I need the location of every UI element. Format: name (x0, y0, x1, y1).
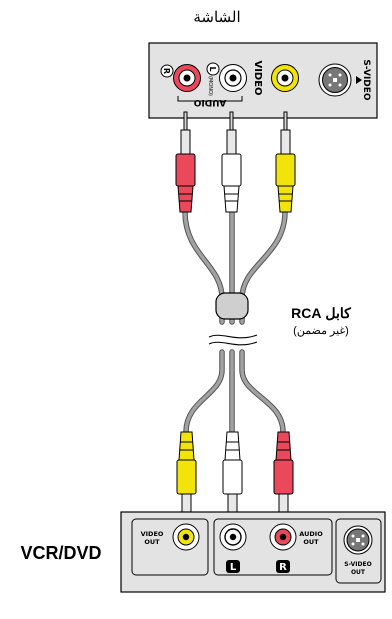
rca-cable-bundle (182, 209, 288, 435)
audio-bracket (177, 96, 243, 102)
cable-note: (غير مضمن) (293, 325, 349, 337)
audio-out-label-line1: AUDIO (299, 530, 323, 538)
top-yellow-plug (275, 111, 296, 213)
video-out-box (131, 518, 209, 576)
r-badge (276, 560, 290, 573)
vcr-dvd-label: VCR/DVD (20, 543, 102, 563)
monitor-video-label: VIDEO (252, 60, 263, 95)
svideo-out-label-line2: OUT (351, 569, 366, 576)
monitor-r-label: R (162, 68, 171, 74)
video-out-label-line2: OUT (144, 538, 160, 546)
svideo-out-port[interactable] (343, 525, 373, 555)
monitor-l-badge (206, 62, 220, 76)
top-red-plug (175, 111, 196, 213)
monitor-video-jack[interactable] (271, 64, 299, 92)
cable-break-mark (208, 334, 258, 339)
monitor-audio-label: AUDIO (193, 97, 226, 107)
video-out-jack[interactable] (172, 523, 200, 551)
monitor-svideo-port[interactable] (318, 63, 352, 97)
vcr-dvd-panel (120, 511, 386, 593)
monitor-audio-l-jack[interactable] (219, 64, 247, 92)
cable-break-mark-2 (208, 341, 258, 346)
audio-out-l-jack[interactable] (219, 523, 247, 551)
svideo-arrow-icon (356, 76, 362, 84)
cable-clip (215, 292, 249, 320)
svideo-out-label-line1: S-VIDEO (344, 561, 371, 568)
monitor-svideo-label: S-VIDEO (361, 59, 371, 100)
audio-out-r-jack[interactable] (269, 523, 297, 551)
monitor-r-badge (160, 64, 174, 78)
monitor-mono-label: (MONO) (207, 76, 213, 96)
audio-out-label-line2: OUT (303, 538, 319, 546)
bottom-red-plug (273, 431, 294, 535)
audio-out-box (213, 518, 333, 576)
svideo-out-box (335, 518, 382, 584)
top-white-plug (221, 111, 242, 213)
title: الشاشة (193, 9, 241, 26)
cable-name: كابل RCA (291, 305, 351, 321)
monitor-l-label: L (208, 66, 217, 71)
bottom-yellow-plug (176, 431, 197, 535)
l-badge-label: L (230, 562, 237, 573)
video-out-label-line1: VIDEO (141, 530, 164, 538)
monitor-audio-r-jack[interactable] (173, 64, 201, 92)
l-badge (226, 560, 240, 573)
r-badge-label: R (279, 562, 287, 573)
